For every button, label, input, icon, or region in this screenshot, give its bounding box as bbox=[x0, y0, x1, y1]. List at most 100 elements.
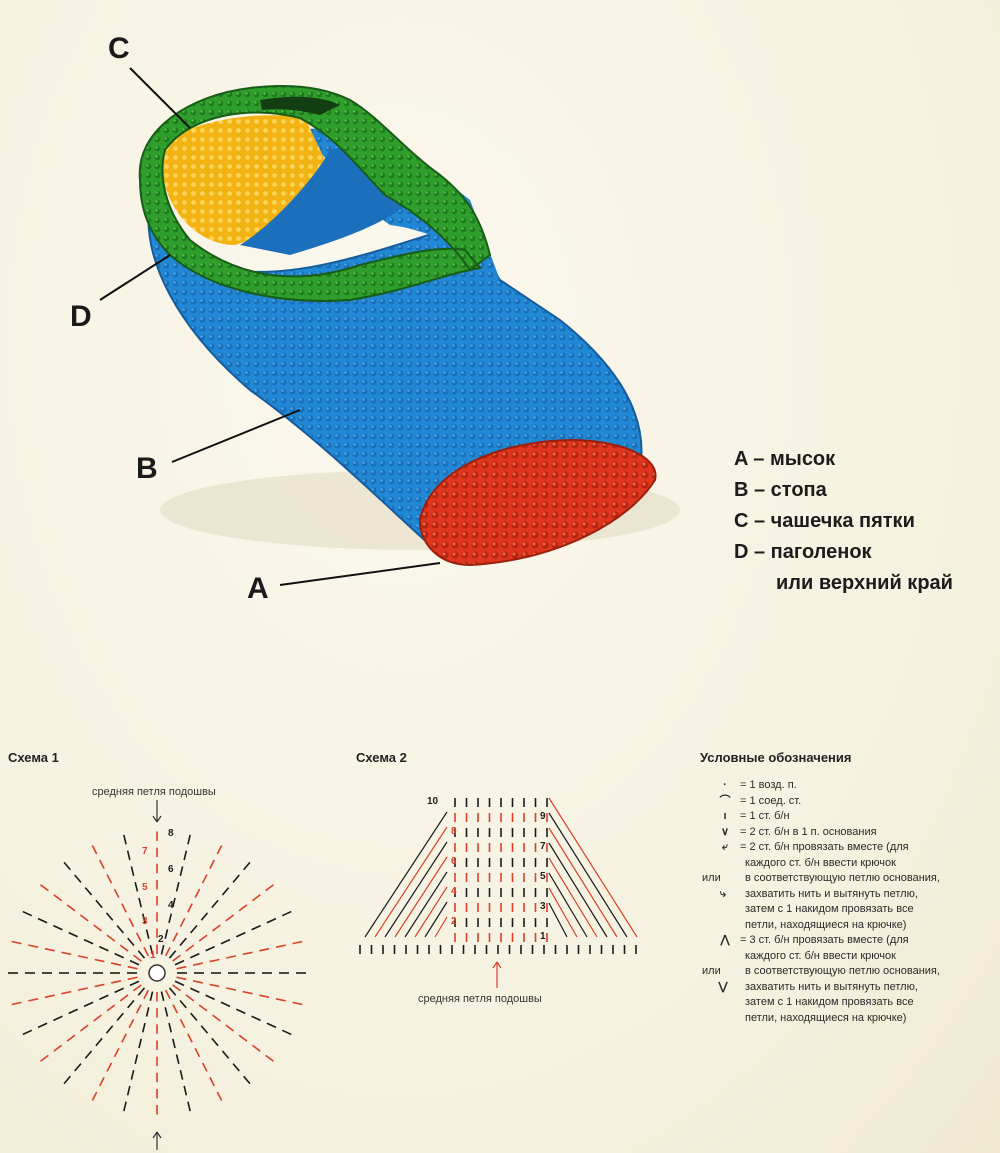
stitch-mark bbox=[172, 1038, 176, 1049]
stitch-mark bbox=[265, 1054, 274, 1062]
stitch-mark bbox=[192, 962, 203, 966]
stitch-mark bbox=[212, 1014, 221, 1022]
scheme2-title: Схема 2 bbox=[356, 750, 407, 765]
symbol-dec2-text-5: затем с 1 накидом провязать все bbox=[745, 903, 914, 915]
stitch-mark bbox=[220, 1001, 231, 1008]
stitch-mark bbox=[190, 987, 200, 994]
stitch-mark bbox=[172, 932, 179, 942]
stitch-mark bbox=[172, 1004, 179, 1014]
stitch-mark bbox=[190, 952, 200, 959]
stitch-mark bbox=[113, 888, 120, 899]
stitch-mark bbox=[133, 984, 142, 992]
parts-legend-item-d-alt: или верхний край bbox=[776, 572, 953, 594]
stitch-mark bbox=[235, 1008, 246, 1015]
scheme2-row-1: 1 bbox=[540, 931, 546, 942]
scheme2-row-7: 7 bbox=[540, 841, 546, 852]
stitch-mark bbox=[209, 983, 220, 988]
parts-legend-item-a: A – мысок bbox=[734, 448, 836, 470]
stitch-mark bbox=[137, 950, 146, 959]
stitch-mark bbox=[265, 884, 274, 892]
stitch-mark bbox=[22, 1029, 33, 1036]
turning-line bbox=[364, 811, 448, 938]
turning-line bbox=[548, 872, 588, 938]
stitch-mark bbox=[168, 987, 177, 996]
stitch-mark bbox=[129, 959, 140, 966]
turning-line bbox=[404, 871, 448, 938]
magic-ring-icon bbox=[148, 964, 166, 982]
turning-line bbox=[548, 887, 578, 938]
stitch-mark bbox=[259, 994, 270, 999]
leader-line-b bbox=[171, 409, 301, 463]
stitch-mark bbox=[201, 874, 208, 884]
stitch-mark bbox=[83, 938, 94, 945]
stitch-mark bbox=[275, 998, 286, 1002]
stitch-mark bbox=[68, 931, 79, 938]
stitch-mark bbox=[292, 1001, 303, 1006]
symbol-dec2-text-2: каждого ст. б/н ввести крючок bbox=[745, 856, 896, 869]
scheme2-row-10: 10 bbox=[427, 796, 439, 807]
stitch-mark bbox=[187, 1033, 193, 1043]
stitch-mark bbox=[179, 1018, 186, 1029]
stitch-mark bbox=[127, 999, 135, 1009]
rim-shadow bbox=[260, 96, 340, 115]
stitch-mark bbox=[137, 987, 146, 996]
scheme1-caption: средняя петля подошвы bbox=[92, 786, 216, 798]
stitch-mark bbox=[141, 1022, 146, 1033]
stitch-mark bbox=[187, 1101, 191, 1112]
symbols-title: Условные обозначения bbox=[700, 750, 852, 765]
stitch-mark bbox=[116, 1012, 124, 1022]
stitch-mark bbox=[221, 1050, 230, 1059]
stitch-mark bbox=[37, 917, 48, 924]
stitch-mark bbox=[11, 940, 22, 945]
stitch-mark bbox=[127, 937, 135, 947]
parts-legend-item-c: C – чашечка пятки bbox=[734, 510, 915, 532]
stitch-mark bbox=[28, 998, 39, 1002]
single-crochet-icon: ı bbox=[723, 810, 727, 822]
stitch-mark bbox=[11, 1001, 22, 1006]
stitch-mark bbox=[216, 845, 223, 855]
stitch-mark bbox=[68, 1008, 79, 1015]
stitch-mark bbox=[232, 1063, 240, 1072]
stitch-mark bbox=[172, 897, 176, 908]
arrow-up-icon bbox=[496, 961, 502, 969]
stitch-mark bbox=[106, 934, 116, 942]
arrow-up-icon bbox=[156, 1131, 162, 1139]
stitch-mark bbox=[94, 983, 105, 988]
leader-line-a bbox=[279, 562, 441, 586]
stitch-mark bbox=[40, 1054, 49, 1062]
stitch-mark bbox=[275, 944, 286, 948]
stitch-mark bbox=[200, 912, 209, 921]
stitch-mark bbox=[91, 845, 98, 855]
stitch-mark bbox=[114, 987, 124, 994]
stitch-mark bbox=[99, 945, 109, 952]
stitch-mark bbox=[187, 834, 191, 845]
stitch-mark bbox=[221, 887, 230, 896]
stitch-mark bbox=[53, 1015, 63, 1022]
stitch-mark bbox=[91, 1091, 98, 1101]
arrow-down-icon bbox=[152, 815, 158, 823]
stitch-mark bbox=[93, 924, 102, 932]
scheme1-row-1: 1 bbox=[150, 950, 156, 961]
stitch-mark bbox=[105, 1025, 114, 1034]
scheme1-row-6: 6 bbox=[168, 864, 174, 875]
stitch-mark bbox=[63, 1075, 71, 1085]
stitch-mark bbox=[77, 955, 88, 959]
stitch-mark bbox=[251, 894, 261, 902]
stitch-mark bbox=[121, 1033, 127, 1043]
stitch-mark bbox=[95, 1037, 103, 1047]
label-d: D bbox=[70, 300, 92, 333]
stitch-mark bbox=[126, 1085, 131, 1096]
parts-legend-item-b: B – стопа bbox=[734, 479, 827, 501]
stitch-mark bbox=[129, 980, 140, 987]
stitch-mark bbox=[93, 1014, 102, 1022]
stitch-mark bbox=[130, 866, 135, 876]
or-label-2: или bbox=[702, 965, 721, 977]
leader-line-d bbox=[99, 254, 171, 301]
stitch-mark bbox=[138, 1038, 142, 1049]
stitch-mark bbox=[232, 874, 240, 883]
turning-line bbox=[374, 826, 448, 938]
stitch-mark bbox=[119, 944, 129, 952]
stitch-mark bbox=[149, 991, 154, 1001]
